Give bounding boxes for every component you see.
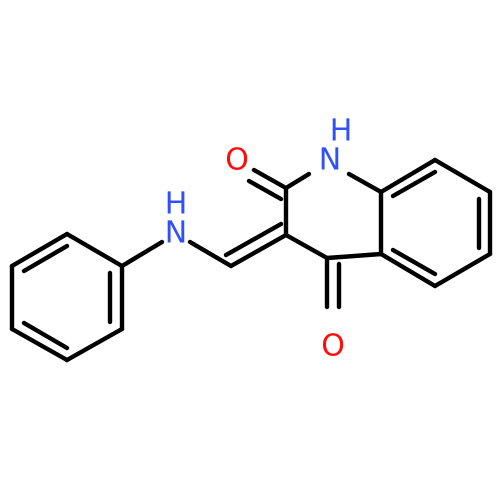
bond [378, 157, 438, 195]
bond [64, 326, 125, 363]
bond [64, 231, 125, 269]
bond [9, 231, 70, 269]
double-bond-inner [21, 243, 70, 274]
bond [283, 232, 330, 261]
double-bond-inner [21, 320, 70, 351]
bond [228, 232, 289, 269]
bond [432, 157, 493, 195]
bond [9, 326, 70, 363]
amine-hydrogen-label: H [165, 187, 188, 222]
oxygen-atom-label: O [225, 143, 249, 178]
double-bond-inner [390, 169, 438, 199]
aminomethylene-linker [119, 221, 289, 269]
amine-nitrogen-atom-label: N [165, 216, 187, 251]
bond [187, 239, 234, 269]
double-bond-inner [390, 247, 438, 277]
oxygen-atom-label: O [321, 329, 345, 364]
bond [324, 251, 384, 261]
phenyl-ring [9, 231, 125, 363]
bond [378, 251, 438, 289]
double-bond-inner [223, 221, 284, 258]
bond [251, 167, 289, 191]
ring-nh-hydrogen-label: H [330, 114, 353, 149]
pyridone-ring [246, 167, 384, 310]
bond [119, 239, 165, 269]
bond [346, 171, 384, 195]
ring-nitrogen-atom-label: N [319, 143, 341, 178]
benzo-ring [378, 157, 493, 289]
double-bond-inner [246, 178, 284, 202]
bond [283, 171, 312, 191]
bond [432, 251, 493, 289]
